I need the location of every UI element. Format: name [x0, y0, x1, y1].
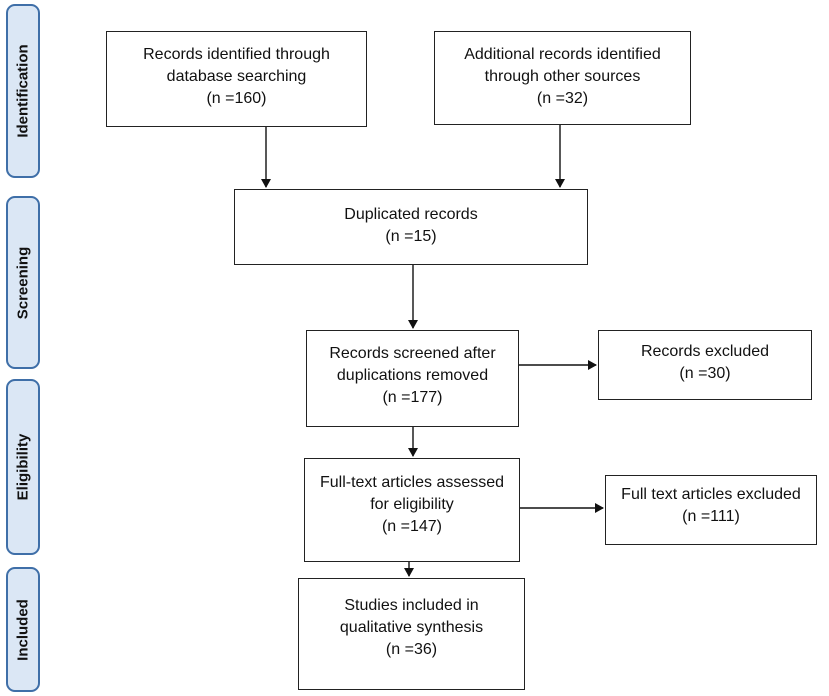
box-database-records: Records identified through database sear… [106, 31, 367, 127]
phase-included: Included [6, 567, 40, 692]
phase-screening: Screening [6, 196, 40, 369]
box-records-screened: Records screened after duplications remo… [306, 330, 519, 427]
phase-identification: Identification [6, 4, 40, 178]
box-screened-line2: duplications removed [336, 367, 489, 384]
box-full-text-excluded: Full text articles excluded (n =111) [605, 475, 817, 545]
box-other-count: (n =32) [536, 90, 589, 107]
box-fulltext-count: (n =147) [381, 518, 443, 535]
box-excluded-count: (n =30) [679, 365, 731, 382]
box-excluded-line1: Records excluded [640, 343, 770, 360]
box-screened-count: (n =177) [382, 389, 443, 406]
box-studies-included: Studies included in qualitative synthesi… [298, 578, 525, 690]
box-database-line1: Records identified through [143, 46, 330, 63]
box-screened-line1: Records screened after [329, 345, 496, 362]
box-duplicated-line1: Duplicated records [344, 206, 478, 223]
box-records-excluded: Records excluded (n =30) [598, 330, 812, 400]
box-included-line1: Studies included in [344, 597, 479, 614]
box-fulltext-line2: for eligibility [370, 496, 454, 513]
box-duplicated-records: Duplicated records (n =15) [234, 189, 588, 265]
box-duplicated-count: (n =15) [385, 228, 437, 245]
box-fulltext-excluded-line1: Full text articles excluded [621, 486, 801, 503]
box-full-text-assessed: Full-text articles assessed for eligibil… [304, 458, 520, 562]
box-other-sources: Additional records identified through ot… [434, 31, 691, 125]
box-fulltext-line1: Full-text articles assessed [319, 474, 505, 491]
box-other-line2: through other sources [484, 68, 641, 85]
box-database-line2: database searching [166, 68, 307, 85]
phase-eligibility: Eligibility [6, 379, 40, 555]
box-other-line1: Additional records identified [464, 46, 661, 63]
box-included-line2: qualitative synthesis [339, 619, 484, 636]
box-fulltext-excluded-count: (n =111) [682, 508, 740, 525]
box-database-count: (n =160) [206, 90, 267, 107]
box-included-count: (n =36) [385, 641, 438, 658]
